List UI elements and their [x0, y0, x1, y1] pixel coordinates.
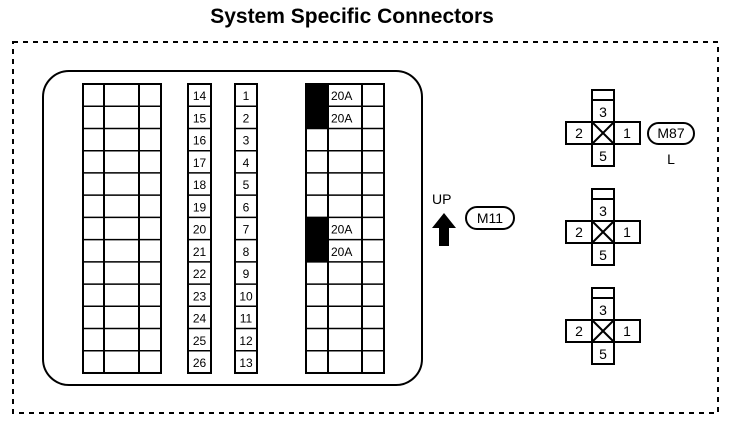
terminal-left-terminal-label: 19	[193, 200, 207, 214]
up-arrow-icon	[432, 213, 456, 246]
terminal-left-terminal-label: 24	[193, 312, 207, 326]
terminal-left-terminal-label: 18	[193, 178, 207, 192]
terminal-right-terminal-label: 6	[243, 200, 250, 214]
terminal-right-terminal-label: 7	[243, 223, 250, 237]
fuse-amp-grid: 20A 20A 20A 20A	[305, 83, 385, 374]
terminal-right-terminal-label: 3	[243, 134, 250, 148]
relay-tag-sub-label: L	[667, 151, 675, 167]
terminal-right-terminal-label: 2	[243, 111, 250, 125]
diagram-title: System Specific Connectors	[210, 5, 494, 28]
terminal-left-terminal-label: 22	[193, 267, 207, 281]
relay-connector: 32 15	[565, 287, 641, 365]
relay-tag-label: M87	[657, 125, 684, 141]
terminal-right-terminal-label: 10	[239, 289, 253, 303]
outer-dashed-border	[12, 41, 719, 414]
relay-pin-left: 2	[575, 323, 583, 339]
terminal-right-terminal-label: 4	[243, 156, 250, 170]
terminal-left-terminal-label: 17	[193, 156, 207, 170]
filled-fuse-cell	[306, 239, 328, 262]
terminal-right-terminal-label: 8	[243, 245, 250, 259]
terminal-left-terminal-label: 20	[193, 223, 207, 237]
terminal-left-terminal-label: 21	[193, 245, 207, 259]
relay-top-tab	[591, 287, 615, 299]
relay-pin-bottom: 5	[599, 247, 607, 263]
relay-center-cross	[591, 121, 615, 145]
up-label: UP	[432, 191, 451, 207]
terminal-right-terminal-label: 12	[239, 334, 253, 348]
relay-center-cell	[591, 319, 615, 343]
terminal-left-terminal-label: 14	[193, 89, 207, 103]
fuse-amp-label: 20A	[331, 89, 352, 103]
relay-center-cross	[591, 220, 615, 244]
m11-label: M11	[477, 210, 503, 226]
terminal-left-frame	[187, 83, 212, 374]
filled-fuse-cell	[306, 106, 328, 129]
terminal-right-frame	[234, 83, 258, 374]
fuse-amp-label: 20A	[331, 223, 352, 237]
terminal-left-terminal-label: 26	[193, 356, 207, 370]
terminal-right-terminal-label: 9	[243, 267, 250, 281]
relay-pin-top: 3	[599, 203, 607, 219]
left-grid-frame	[82, 83, 162, 374]
relay-pin-bottom: 5	[599, 148, 607, 164]
terminal-left-terminal-label: 15	[193, 111, 207, 125]
relay-pin-right: 1	[623, 224, 631, 240]
relay-center-cell	[591, 121, 615, 145]
relay-pin-top: 3	[599, 104, 607, 120]
relay-center-cross	[591, 319, 615, 343]
filled-fuse-cell	[306, 217, 328, 240]
relay-pin-right: 1	[623, 125, 631, 141]
fuse-block-outline	[42, 70, 423, 386]
left-cavity-grid	[82, 83, 162, 374]
terminal-right-terminal-label: 13	[239, 356, 253, 370]
relay-top-tab	[591, 89, 615, 101]
m11-badge	[465, 206, 515, 230]
terminal-left-terminal-label: 16	[193, 134, 207, 148]
terminal-right-terminal-label: 5	[243, 178, 250, 192]
relay-top-tab	[591, 188, 615, 200]
terminal-left-terminal-label: 23	[193, 289, 207, 303]
relay-connector: 32 15	[565, 188, 641, 266]
relay-center-cell	[591, 220, 615, 244]
relay-pin-right: 1	[623, 323, 631, 339]
terminal-right-terminal-label: 11	[240, 312, 253, 326]
relay-tag-badge	[647, 122, 695, 145]
relay-pin-bottom: 5	[599, 346, 607, 362]
terminal-left-terminal-label: 25	[193, 334, 207, 348]
fuse-amp-label: 20A	[331, 245, 352, 259]
relay-pin-left: 2	[575, 224, 583, 240]
fuse-amp-label: 20A	[331, 111, 352, 125]
filled-fuse-cell	[306, 84, 328, 107]
relay-pin-left: 2	[575, 125, 583, 141]
relay-pin-top: 3	[599, 302, 607, 318]
terminal-right-terminal-label: 1	[243, 89, 250, 103]
terminal-column-left: 14 15 16 17 18 19 20 21 22 23 24 25 26	[187, 83, 212, 374]
